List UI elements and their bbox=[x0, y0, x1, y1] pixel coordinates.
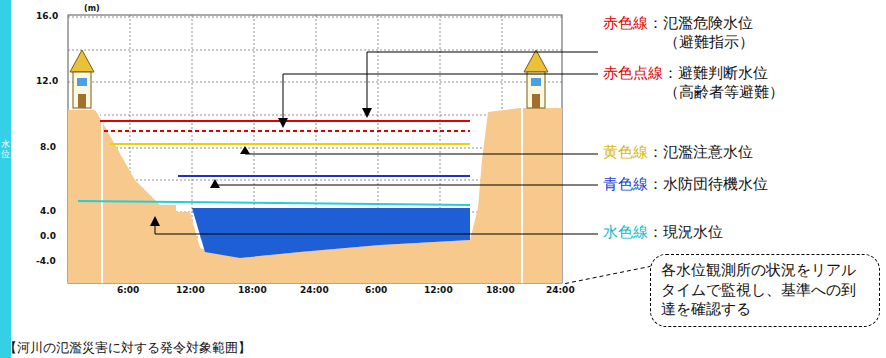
axis-label: 4.0 bbox=[40, 206, 56, 216]
legend-text: ：氾濫危険水位 bbox=[648, 14, 753, 33]
axis-label: 12.0 bbox=[36, 76, 58, 86]
axis-label: 12:00 bbox=[424, 285, 453, 295]
evacuation-level-line bbox=[104, 130, 470, 132]
axis-title: 水位 bbox=[1, 140, 10, 160]
axis-bar bbox=[0, 0, 11, 358]
legend-text: 赤色点線 bbox=[603, 64, 663, 83]
axis-label: 12:00 bbox=[176, 285, 205, 295]
axis-label: 8.0 bbox=[40, 142, 56, 152]
plot-area bbox=[68, 15, 562, 283]
callout-bubble: 各水位観測所の状況をリアルタイムで監視し、基準への到達を確認する bbox=[650, 254, 880, 327]
grid bbox=[68, 15, 562, 283]
axis-label: 24:00 bbox=[546, 285, 575, 295]
legend-text: ：避難判断水位 bbox=[663, 64, 768, 83]
house-icon bbox=[524, 50, 548, 108]
leader-lines bbox=[155, 52, 598, 234]
standby-level-line bbox=[178, 175, 470, 177]
callout-text: 各水位観測所の状況をリアルタイムで監視し、基準への到達を確認する bbox=[661, 261, 869, 320]
axis-label: -4.0 bbox=[36, 256, 56, 266]
legend-text: （高齢者等避難） bbox=[664, 83, 784, 102]
arrowheads bbox=[150, 108, 372, 226]
legend-text: 【河川の氾濫災害に対する発令対象範囲】 bbox=[4, 339, 251, 357]
legend-text: 赤色線 bbox=[603, 14, 648, 33]
axis-label: 24:00 bbox=[300, 285, 329, 295]
axis-label: 18:00 bbox=[486, 285, 515, 295]
bank-line bbox=[101, 100, 103, 283]
legend-text: ：氾濫注意水位 bbox=[648, 143, 753, 162]
legend-text: 黄色線 bbox=[603, 143, 648, 162]
axis-label: 18:00 bbox=[238, 285, 267, 295]
axis-label: 0.0 bbox=[40, 231, 56, 241]
bank-line bbox=[521, 100, 523, 283]
axis-label: (m) bbox=[84, 4, 100, 13]
current-level-line bbox=[78, 201, 470, 205]
axis-label: 6:00 bbox=[117, 285, 139, 295]
caution-level-line bbox=[110, 143, 470, 145]
axis-label: 6:00 bbox=[365, 285, 387, 295]
house-icon bbox=[70, 50, 94, 108]
legend-text: ：現況水位 bbox=[648, 223, 723, 242]
terrain bbox=[68, 108, 562, 283]
river-water bbox=[192, 208, 470, 258]
legend-text: 青色線 bbox=[603, 175, 648, 194]
axis-label: 16.0 bbox=[36, 11, 58, 21]
legend-text: ：水防団待機水位 bbox=[648, 175, 768, 194]
legend-text: 水色線 bbox=[603, 223, 648, 242]
legend-text: （避難指示） bbox=[664, 33, 754, 52]
